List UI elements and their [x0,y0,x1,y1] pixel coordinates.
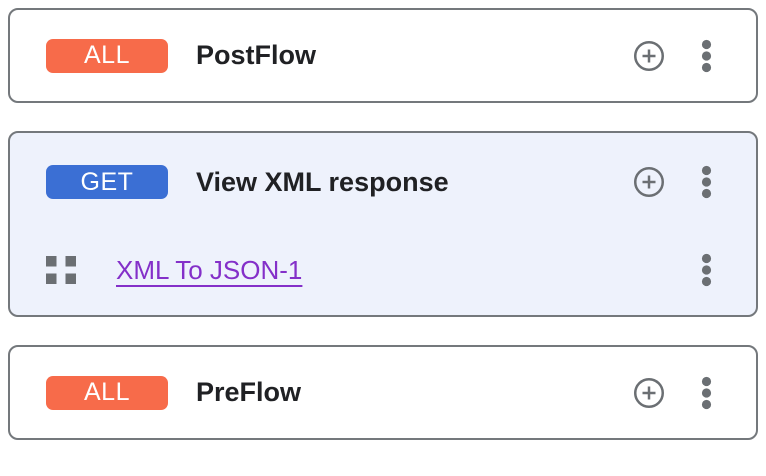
more-options-button[interactable] [701,39,712,73]
flow-row: ALL PostFlow [10,10,756,101]
method-badge: ALL [46,38,168,73]
plus-circle-icon [633,377,665,409]
kebab-menu-icon [701,165,712,199]
plus-circle-icon [633,40,665,72]
kebab-menu-icon [701,376,712,410]
policy-steps-icon [46,256,76,284]
flow-card-postflow[interactable]: ALL PostFlow [8,8,758,103]
kebab-menu-icon [701,39,712,73]
flow-card-view-xml-response[interactable]: GET View XML response [8,131,758,317]
add-policy-button[interactable] [633,166,665,198]
more-options-button[interactable] [701,165,712,199]
flow-card-preflow[interactable]: ALL PreFlow [8,345,758,440]
policy-link[interactable]: XML To JSON-1 [116,254,303,285]
more-options-button[interactable] [701,376,712,410]
flow-row: GET View XML response [10,133,756,231]
policy-row: XML To JSON-1 [10,225,756,315]
add-policy-button[interactable] [633,40,665,72]
method-badge: ALL [46,375,168,410]
method-badge: GET [46,165,168,199]
flow-title: View XML response [196,166,449,197]
plus-circle-icon [633,166,665,198]
policy-more-options-button[interactable] [701,253,712,287]
flow-title: PreFlow [196,377,302,407]
flow-row: ALL PreFlow [10,347,756,438]
add-policy-button[interactable] [633,377,665,409]
flow-title: PostFlow [196,40,316,70]
kebab-menu-icon [701,253,712,287]
